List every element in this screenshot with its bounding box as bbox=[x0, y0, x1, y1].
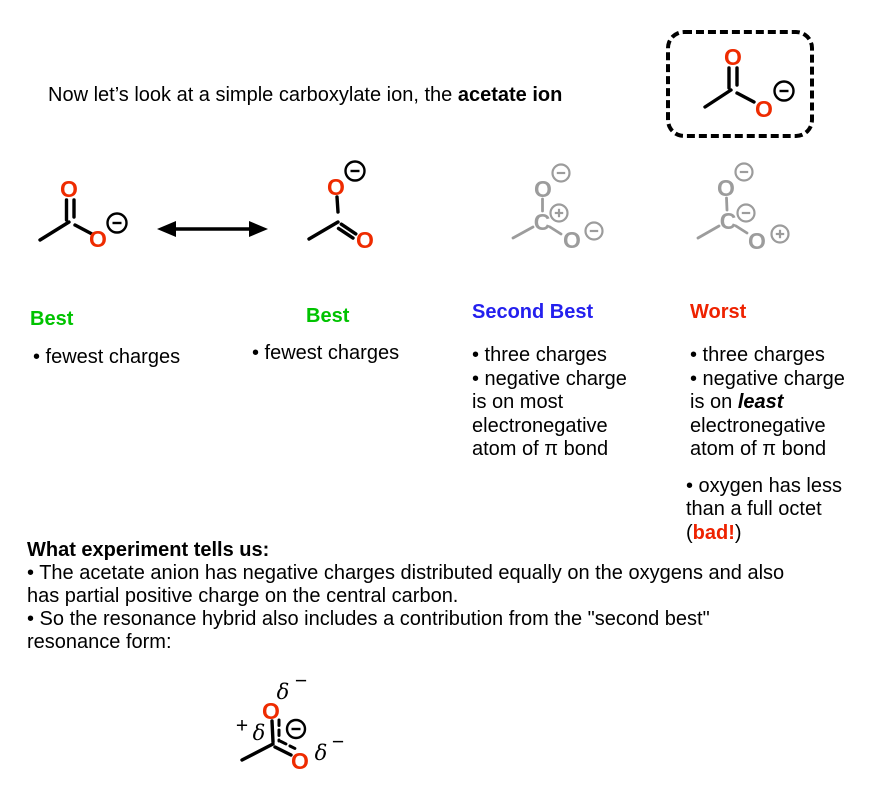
oxygen-atom: O bbox=[356, 227, 374, 253]
single-bond bbox=[725, 196, 729, 212]
plus-charge-icon bbox=[549, 203, 569, 223]
col4-line: • negative charge bbox=[690, 367, 845, 390]
col4-line: electronegative bbox=[690, 414, 826, 437]
single-bond bbox=[273, 745, 293, 757]
experiment-heading: What experiment tells us: bbox=[27, 539, 270, 561]
minus-charge-icon bbox=[736, 203, 756, 223]
minus-sign-top: − bbox=[295, 670, 307, 693]
minus-charge-icon bbox=[584, 221, 604, 241]
oxygen-atom: O bbox=[534, 176, 552, 202]
resonance-structure-4: O C O bbox=[696, 162, 790, 254]
oxygen-atom: O bbox=[291, 748, 309, 774]
arrow-head-right bbox=[249, 221, 268, 237]
methyl-bond bbox=[703, 88, 733, 109]
col4-line: is on least bbox=[686, 391, 845, 415]
experiment-line: • The acetate anion has negative charges… bbox=[27, 562, 785, 584]
minus-charge-icon bbox=[285, 718, 307, 740]
oxygen-atom: O bbox=[717, 175, 735, 201]
minus-charge-icon bbox=[773, 80, 795, 102]
oxygen-atom: O bbox=[748, 228, 766, 254]
minus-charge-icon bbox=[106, 212, 128, 234]
methyl-bond bbox=[38, 220, 71, 242]
minus-sign-right: − bbox=[332, 731, 344, 754]
oxygen-atom: O bbox=[327, 174, 345, 200]
oxygen-atom: O bbox=[89, 226, 107, 252]
bad-open-paren: ( bbox=[686, 521, 693, 544]
rank-label-worst: Worst bbox=[690, 301, 747, 323]
col3-line: • three charges bbox=[472, 344, 607, 366]
intro-text-bold: acetate ion bbox=[457, 84, 563, 106]
col4-line-bad: (bad!) bbox=[686, 522, 845, 546]
intro-text: Now let’s look at a simple carboxylate i… bbox=[48, 84, 562, 107]
col3-line: atom of π bond bbox=[472, 438, 609, 460]
oxygen-atom: O bbox=[60, 176, 78, 202]
carbon-atom: C bbox=[720, 208, 737, 234]
rank-label-best-1: Best bbox=[30, 308, 74, 330]
intro-text-regular: Now let’s look at a simple carboxylate i… bbox=[48, 84, 458, 106]
resonance-hybrid-structure: O O δ − + δ δ − bbox=[236, 670, 344, 775]
col4-bullets: • three charges • negative charge is on … bbox=[686, 344, 845, 545]
single-bond bbox=[548, 225, 563, 236]
single-bond bbox=[735, 91, 756, 104]
col4-line: • oxygen has less bbox=[686, 474, 842, 497]
single-bond bbox=[73, 223, 94, 236]
methyl-bond bbox=[696, 224, 721, 240]
oxygen-atom: O bbox=[262, 698, 280, 724]
plus-charge-icon bbox=[770, 224, 790, 244]
resonance-structure-1: O O bbox=[38, 176, 128, 252]
minus-charge-icon bbox=[734, 162, 754, 182]
experiment-section: What experiment tells us: • The acetate … bbox=[27, 539, 784, 654]
minus-charge-icon bbox=[551, 163, 571, 183]
bad-text: bad! bbox=[692, 521, 735, 544]
resonance-structure-2: O O bbox=[307, 160, 374, 253]
col4-line3-prefix: is on bbox=[690, 391, 738, 413]
oxygen-atom: O bbox=[563, 227, 581, 253]
single-bond bbox=[270, 719, 275, 744]
plus-sign: + bbox=[236, 715, 248, 738]
col3-line: electronegative bbox=[472, 414, 608, 437]
col3-line: • negative charge bbox=[472, 367, 627, 390]
partial-bond-dashed bbox=[279, 740, 298, 751]
delta-top: δ bbox=[277, 680, 290, 704]
double-bond-line bbox=[339, 222, 358, 236]
spacer bbox=[686, 462, 845, 475]
oxygen-atom: O bbox=[755, 96, 773, 122]
oxygen-atom: O bbox=[724, 44, 742, 70]
resonance-arrow-icon bbox=[157, 221, 268, 237]
single-bond bbox=[335, 195, 340, 214]
experiment-line: • So the resonance hybrid also includes … bbox=[27, 608, 710, 630]
methyl-bond bbox=[307, 220, 340, 241]
methyl-bond bbox=[240, 742, 275, 762]
carbon-atom: C bbox=[534, 209, 551, 235]
experiment-line: has partial positive charge on the centr… bbox=[27, 585, 459, 607]
experiment-line: resonance form: bbox=[27, 631, 172, 653]
boxed-acetate-structure: O O bbox=[703, 44, 795, 122]
double-bond-line bbox=[336, 226, 355, 240]
col3-line: is on most bbox=[472, 391, 564, 413]
rank-label-best-2: Best bbox=[306, 305, 350, 327]
delta-left: δ bbox=[253, 721, 266, 745]
resonance-structure-3: O C O bbox=[511, 163, 604, 253]
delta-right: δ bbox=[315, 741, 328, 765]
arrow-head-left bbox=[157, 221, 176, 237]
col4-line3-least: least bbox=[737, 391, 784, 413]
col2-bullet: • fewest charges bbox=[252, 342, 400, 364]
single-bond bbox=[734, 224, 749, 235]
col4-line: than a full octet bbox=[686, 498, 822, 520]
bad-close-paren: ) bbox=[734, 521, 742, 544]
col1-bullet: • fewest charges bbox=[33, 346, 181, 368]
methyl-bond bbox=[511, 225, 535, 240]
col4-line: • three charges bbox=[690, 344, 825, 366]
rank-label-second-best: Second Best bbox=[472, 301, 594, 323]
col3-bullets: • three charges • negative charge is on … bbox=[472, 344, 627, 462]
col4-line: atom of π bond bbox=[690, 438, 827, 460]
acetate-highlight-box: O O bbox=[666, 30, 814, 138]
minus-charge-icon bbox=[344, 160, 366, 182]
